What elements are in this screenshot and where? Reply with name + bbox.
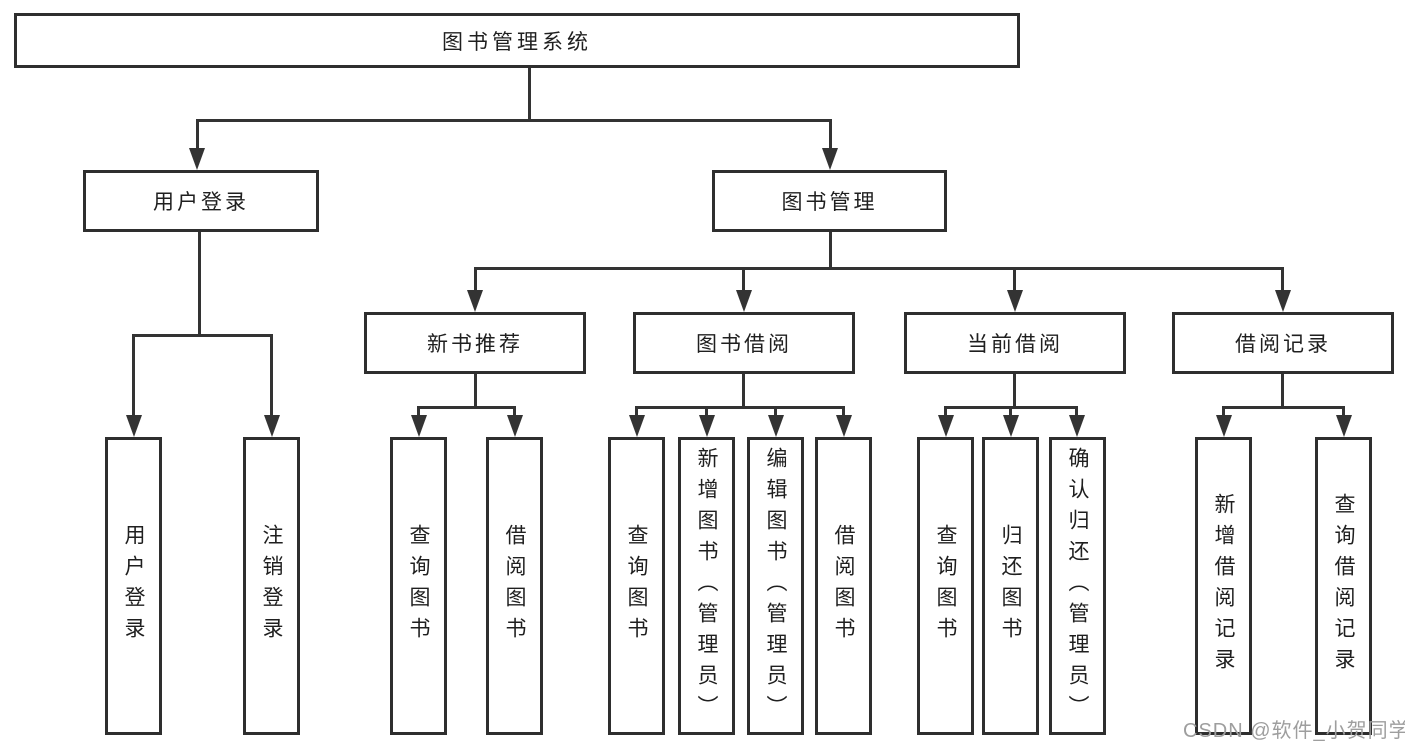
arrowhead-icon (1275, 290, 1291, 312)
connector-line (1222, 406, 1225, 417)
node-new-book-recommendation: 新书推荐 (364, 312, 586, 374)
arrowhead-icon (189, 148, 205, 170)
leaf-user-login: 用户登录 (105, 437, 162, 735)
connector-line (1281, 267, 1284, 293)
leaf-label: 借阅图书 (503, 524, 526, 648)
connector-line (774, 406, 777, 417)
arrowhead-icon (1336, 415, 1352, 437)
arrowhead-icon (264, 415, 280, 437)
leaf-add-book-admin: 新增图书（管理员） (678, 437, 735, 735)
leaf-label: 归还图书 (999, 524, 1022, 648)
leaf-label: 用户登录 (122, 524, 145, 648)
arrowhead-icon (699, 415, 715, 437)
connector-line (1009, 406, 1012, 417)
connector-line (742, 267, 745, 293)
leaf-label: 查询图书 (934, 524, 957, 648)
node-label: 图书借阅 (696, 333, 792, 356)
connector-line (474, 374, 477, 408)
leaf-query-book-recommend: 查询图书 (390, 437, 447, 735)
leaf-label: 借阅图书 (832, 524, 855, 648)
leaf-borrow-book-recommend: 借阅图书 (486, 437, 543, 735)
connector-line (270, 334, 273, 417)
arrowhead-icon (1216, 415, 1232, 437)
arrowhead-icon (411, 415, 427, 437)
node-borrowing-records: 借阅记录 (1172, 312, 1394, 374)
node-book-borrowing: 图书借阅 (633, 312, 855, 374)
arrowhead-icon (1007, 290, 1023, 312)
leaf-label: 查询借阅记录 (1332, 493, 1355, 679)
node-root-library-system: 图书管理系统 (14, 13, 1020, 68)
arrowhead-icon (822, 148, 838, 170)
connector-line (417, 406, 515, 409)
node-label: 借阅记录 (1235, 333, 1331, 356)
leaf-borrow-book: 借阅图书 (815, 437, 872, 735)
connector-line (1222, 406, 1344, 409)
connector-line (474, 267, 1284, 270)
leaf-label: 新增借阅记录 (1212, 493, 1235, 679)
leaf-label: 确认归还（管理员） (1066, 446, 1089, 726)
leaf-query-book-borrowing: 查询图书 (608, 437, 665, 735)
arrowhead-icon (768, 415, 784, 437)
connector-line (1281, 374, 1284, 408)
leaf-label: 新增图书（管理员） (695, 446, 718, 726)
connector-line (1075, 406, 1078, 417)
leaf-label: 查询图书 (625, 524, 648, 648)
connector-line (198, 232, 201, 337)
connector-line (132, 334, 273, 337)
leaf-confirm-return-admin: 确认归还（管理员） (1049, 437, 1106, 735)
connector-line (635, 406, 638, 417)
connector-line (1013, 374, 1016, 408)
node-label: 用户登录 (153, 191, 249, 214)
node-book-management: 图书管理 (712, 170, 947, 232)
leaf-label: 查询图书 (407, 524, 430, 648)
arrowhead-icon (736, 290, 752, 312)
leaf-return-book: 归还图书 (982, 437, 1039, 735)
leaf-query-book-current: 查询图书 (917, 437, 974, 735)
connector-line (132, 334, 135, 417)
connector-line (1013, 267, 1016, 293)
leaf-label: 注销登录 (260, 524, 283, 648)
csdn-watermark: CSDN @软件_小贺同学 (1183, 720, 1405, 742)
connector-line (705, 406, 708, 417)
connector-line (1342, 406, 1345, 417)
arrowhead-icon (507, 415, 523, 437)
arrowhead-icon (1003, 415, 1019, 437)
arrowhead-icon (836, 415, 852, 437)
node-user-login: 用户登录 (83, 170, 319, 232)
connector-line (829, 232, 832, 270)
arrowhead-icon (629, 415, 645, 437)
connector-line (635, 406, 844, 409)
connector-line (944, 406, 947, 417)
node-label: 新书推荐 (427, 333, 523, 356)
arrowhead-icon (1069, 415, 1085, 437)
connector-line (417, 406, 420, 417)
connector-line (196, 119, 199, 150)
leaf-logout: 注销登录 (243, 437, 300, 735)
connector-line (742, 374, 745, 408)
connector-line (474, 267, 477, 293)
node-current-borrowing: 当前借阅 (904, 312, 1126, 374)
arrowhead-icon (126, 415, 142, 437)
leaf-add-borrow-record: 新增借阅记录 (1195, 437, 1252, 735)
connector-line (842, 406, 845, 417)
arrowhead-icon (467, 290, 483, 312)
leaf-edit-book-admin: 编辑图书（管理员） (747, 437, 804, 735)
connector-line (829, 119, 832, 150)
connector-line (196, 119, 832, 122)
arrowhead-icon (938, 415, 954, 437)
node-label: 当前借阅 (967, 333, 1063, 356)
leaf-label: 编辑图书（管理员） (764, 446, 787, 726)
leaf-query-borrow-record: 查询借阅记录 (1315, 437, 1372, 735)
connector-line (528, 68, 531, 121)
connector-line (513, 406, 516, 417)
node-label: 图书管理系统 (442, 30, 592, 54)
node-label: 图书管理 (781, 191, 878, 214)
